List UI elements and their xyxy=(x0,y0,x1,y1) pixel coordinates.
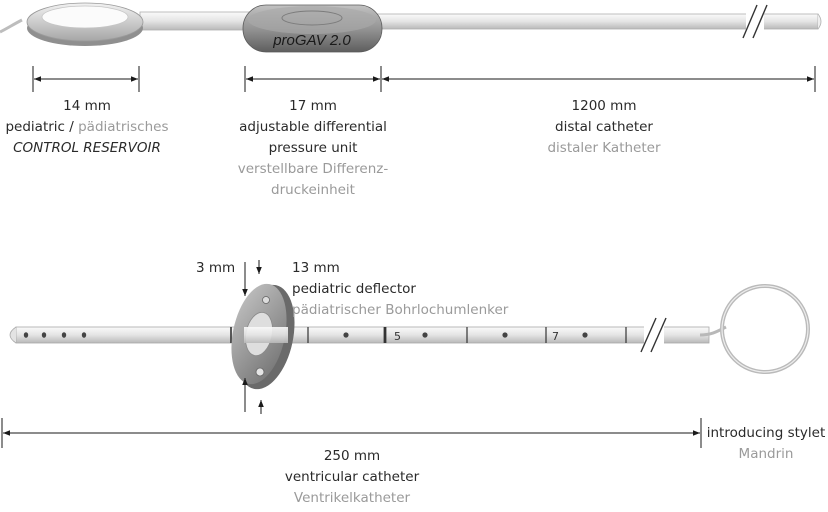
catheter-perforations xyxy=(23,332,588,338)
stylet-ring-highlight xyxy=(721,285,809,373)
stylet-en: introducing stylet xyxy=(706,425,826,441)
valve-badge: proGAV 2.0 xyxy=(272,32,351,49)
reservoir-label: 14 mm pediatric / pädiatrisches CONTROL … xyxy=(2,96,172,159)
reservoir-en-prefix: pediatric / xyxy=(5,119,74,135)
pediatric-deflector xyxy=(231,283,295,390)
valve-de-line2: druckeinheit xyxy=(271,182,355,198)
deflector-de: pädiatrischer Bohrlochumlenker xyxy=(292,302,509,318)
stylet-de: Mandrin xyxy=(738,446,794,462)
ventricular-de: Ventrikelkatheter xyxy=(293,490,411,506)
break-mark-1 xyxy=(742,4,758,39)
valve-de-line1: verstellbare Differenz- xyxy=(237,161,389,177)
deflector-en: pediatric deflector xyxy=(292,281,416,297)
ventricular-catheter-assembly: 5 7 xyxy=(1,260,810,448)
deflector-label: 13 mm pediatric deflector pädiatrischer … xyxy=(292,258,522,321)
stylet-label: introducing stylet Mandrin xyxy=(704,423,828,465)
connector-tube-left xyxy=(139,11,251,31)
valve-en-line2: pressure unit xyxy=(268,140,358,156)
valve-rotor xyxy=(281,10,343,26)
ventricular-dimension: 250 mm xyxy=(323,448,381,464)
valve-en-line1: adjustable differential xyxy=(239,119,387,135)
deflector-dimension: 13 mm xyxy=(292,260,340,276)
reservoir-name: CONTROL RESERVOIR xyxy=(13,140,161,156)
catheter-break-mark-2 xyxy=(650,317,667,353)
ventricular-label: 250 mm ventricular catheter Ventrikelkat… xyxy=(262,446,442,509)
deflector-thickness: 3 mm xyxy=(196,260,236,276)
catheter-break-mark-1 xyxy=(640,317,657,353)
valve-top-face xyxy=(248,6,376,34)
depth-mark-label-7: 7 xyxy=(552,330,559,343)
control-reservoir-dome xyxy=(41,5,129,29)
deflector-thickness-label: 3 mm xyxy=(196,258,240,279)
catheter-break-gap xyxy=(644,318,664,352)
depth-mark-label-5: 5 xyxy=(394,330,401,343)
inlet-tube xyxy=(0,18,23,34)
distal-de: distaler Katheter xyxy=(547,140,661,156)
distal-en: distal catheter xyxy=(555,119,653,135)
distal-label: 1200 mm distal catheter distaler Kathete… xyxy=(519,96,689,159)
break-mark-2 xyxy=(752,4,768,39)
valve-dimension: 17 mm xyxy=(289,98,337,114)
ventricular-catheter-tube xyxy=(15,326,710,344)
distal-catheter-end xyxy=(817,13,822,30)
catheter-depth-marks xyxy=(230,327,627,343)
reservoir-description: pediatric / pädiatrisches xyxy=(2,117,172,138)
reservoir-de-inline: pädiatrisches xyxy=(78,119,169,135)
stylet-shaft xyxy=(699,325,727,337)
distal-dimension: 1200 mm xyxy=(571,98,637,114)
ventricular-en: ventricular catheter xyxy=(284,469,420,485)
shunt-system-top: proGAV 2.0 xyxy=(0,2,822,92)
valve-label: 17 mm adjustable differential pressure u… xyxy=(228,96,398,201)
catheter-tip xyxy=(9,326,17,344)
tube-break-gap xyxy=(746,6,764,36)
reservoir-dimension: 14 mm xyxy=(63,98,111,114)
